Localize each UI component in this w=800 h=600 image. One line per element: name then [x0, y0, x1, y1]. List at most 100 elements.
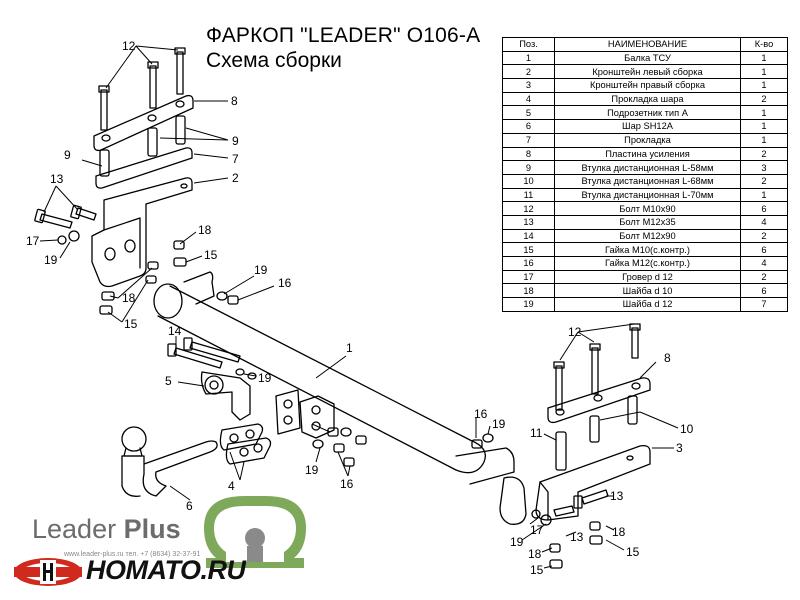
callout-19-right: 19	[510, 535, 524, 549]
cell-qty: 2	[740, 146, 788, 162]
bolt-12-left-c	[174, 47, 186, 95]
cell-qty: 2	[740, 269, 788, 285]
cell-name: Болт M12x90	[554, 228, 741, 244]
cell-name: Прокладка шара	[554, 91, 741, 107]
cell-pos: 5	[502, 105, 555, 121]
header-qty: К-во	[740, 37, 788, 52]
cell-qty: 2	[740, 173, 788, 189]
bolt-13-left-b	[70, 204, 97, 221]
cell-name: Прокладка	[554, 132, 741, 148]
cell-qty: 2	[740, 91, 788, 107]
callout-19-center: 19	[305, 463, 319, 477]
bracket-2-left	[91, 177, 193, 288]
callout-1: 1	[346, 341, 353, 355]
cell-name: Подрозетник тип А	[554, 105, 741, 121]
sleeve-10-a	[589, 415, 600, 443]
cell-qty: 2	[740, 228, 788, 244]
cell-name: Пластина усиления	[554, 146, 741, 162]
cell-qty: 4	[740, 214, 788, 230]
callout-10: 10	[680, 422, 694, 436]
cell-pos: 14	[502, 228, 555, 244]
cell-pos: 7	[502, 132, 555, 148]
sleeve-9-a	[147, 127, 158, 157]
callout-16-beam: 16	[278, 276, 292, 290]
cell-qty: 7	[740, 297, 788, 312]
cell-qty: 1	[740, 50, 788, 66]
bolt-14-b	[183, 337, 241, 363]
callout-19-socket: 19	[258, 371, 272, 385]
callout-15-left-b: 15	[124, 317, 138, 331]
cell-name: Втулка дистанционная L-70мм	[554, 187, 741, 203]
header-name: НАИМЕНОВАНИЕ	[554, 37, 741, 52]
cell-name: Балка ТСУ	[554, 50, 741, 66]
callout-3: 3	[676, 441, 683, 455]
cell-pos: 9	[502, 160, 555, 175]
tow-ball-6	[121, 426, 218, 497]
diagram-subtitle: Схема сборки	[206, 49, 342, 72]
header-pos: Поз.	[502, 37, 555, 52]
callout-15-right-b: 15	[530, 563, 544, 577]
callout-15-right: 15	[626, 545, 640, 559]
ball-spacer-4a	[219, 423, 264, 451]
bolt-12-right-c	[629, 323, 641, 359]
parts-table-header: Поз. НАИМЕНОВАНИЕ К-во	[502, 37, 788, 52]
cell-name: Шайба d 10	[554, 283, 741, 299]
cell-pos: 1	[502, 50, 555, 66]
cell-pos: 10	[502, 173, 555, 189]
cell-qty: 3	[740, 160, 788, 175]
cell-qty: 1	[740, 64, 788, 80]
cell-name: Втулка дистанционная L-68мм	[554, 173, 741, 189]
cell-name: Гайка M10(с.контр.)	[554, 242, 741, 257]
cell-pos: 6	[502, 119, 555, 134]
callout-18-left-a: 18	[198, 223, 212, 237]
diagram-title: ФАРКОП "LEADER" O106-A	[206, 24, 481, 47]
callout-11: 11	[530, 426, 543, 440]
cell-pos: 2	[502, 64, 555, 80]
bolt-12-left-a	[98, 85, 110, 131]
cell-name: Болт M12x35	[554, 214, 741, 230]
cell-pos: 13	[502, 214, 555, 230]
cell-pos: 3	[502, 78, 555, 93]
washer-17-left	[57, 235, 67, 245]
cell-qty: 1	[740, 132, 788, 148]
sleeve-9-b	[175, 115, 186, 145]
callout-13-right-b: 13	[570, 530, 584, 544]
bolt-12-right-a	[553, 361, 565, 411]
cell-qty: 4	[740, 256, 788, 271]
cell-qty: 1	[740, 119, 788, 134]
callout-19-right-beam: 19	[492, 417, 506, 431]
callout-9-left: 9	[64, 148, 71, 162]
callout-15-left-a: 15	[204, 248, 218, 262]
callout-4: 4	[228, 479, 235, 493]
cell-pos: 8	[502, 146, 555, 162]
cell-name: Шайба d 12	[554, 297, 741, 312]
bolt-12-right-b	[589, 343, 601, 395]
cell-name: Шар SH12A	[554, 119, 741, 134]
socket-bracket-5	[200, 371, 251, 421]
spacer-7	[95, 147, 193, 189]
sleeve-9-c	[99, 149, 110, 177]
cell-qty: 1	[740, 187, 788, 203]
leader-plus-emblem	[204, 496, 306, 568]
bolt-13-left	[34, 208, 73, 229]
sleeve-11	[555, 431, 567, 471]
cell-pos: 19	[502, 297, 555, 312]
cell-name: Гровер d 12	[554, 269, 741, 285]
cell-pos: 18	[502, 283, 555, 299]
cell-name: Болт M10x90	[554, 201, 741, 216]
